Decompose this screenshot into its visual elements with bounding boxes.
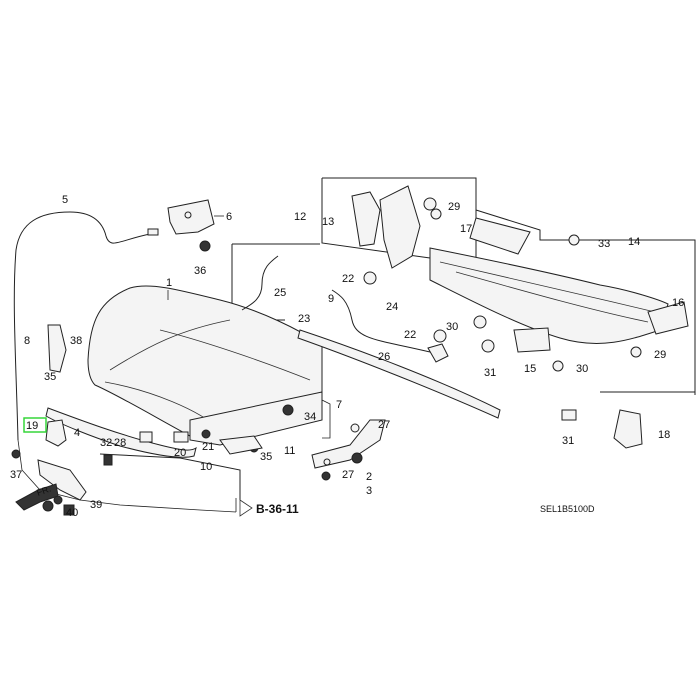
- cross-reference-text: B-36-11: [256, 502, 299, 516]
- part-label-10: 10: [200, 461, 212, 473]
- part-label-3: 3: [366, 485, 372, 497]
- part-label-6: 6: [226, 211, 232, 223]
- part-label-25: 25: [274, 287, 286, 299]
- clips: [11, 234, 580, 512]
- hood-seal-rubber-9: [297, 329, 501, 419]
- lower-rods: [99, 435, 263, 500]
- part-label-40: 40: [66, 507, 78, 519]
- part-label-32: 32: [100, 437, 112, 449]
- part-label-22a: 22: [342, 273, 354, 285]
- part-label-26: 26: [378, 351, 390, 363]
- part-label-12: 12: [294, 211, 306, 223]
- part-label-37: 37: [10, 469, 22, 481]
- part-label-23: 23: [298, 313, 310, 325]
- part-label-38: 38: [70, 335, 82, 347]
- part-label-13: 13: [322, 216, 334, 228]
- cross-reference: B-36-11: [239, 499, 299, 517]
- cowl-panel-14: [429, 217, 669, 344]
- highlight-19: [23, 417, 47, 433]
- part-label-35a: 35: [44, 371, 56, 383]
- part-label-29a: 29: [448, 201, 460, 213]
- part-label-33: 33: [598, 238, 610, 250]
- part-label-39: 39: [90, 499, 102, 511]
- part-label-19: 19: [26, 420, 38, 432]
- part-label-17: 17: [460, 223, 472, 235]
- part-label-11: 11: [284, 445, 295, 457]
- part-label-27a: 27: [378, 419, 390, 431]
- part-label-30a: 30: [446, 321, 458, 333]
- part-label-2: 2: [366, 471, 372, 483]
- part-label-24: 24: [386, 301, 398, 313]
- part-label-9: 9: [328, 293, 334, 305]
- part-number-labels: 1 2 3 4 5 6 7 8 9 10 11 12 13 14 15 16 1…: [10, 194, 684, 519]
- direction-label: FR.: [35, 484, 52, 498]
- hood-stay-bracket-6: [167, 199, 224, 235]
- part-label-15: 15: [524, 363, 536, 375]
- hood-hinge: [311, 419, 386, 469]
- part-label-16: 16: [672, 297, 684, 309]
- part-label-22b: 22: [404, 329, 416, 341]
- hood-release-lever: [37, 459, 87, 516]
- diagram-code: SEL1B5100D: [540, 504, 595, 514]
- cowl-subparts: [473, 301, 689, 449]
- part-label-28: 28: [114, 437, 126, 449]
- part-label-34: 34: [304, 411, 316, 423]
- part-label-30b: 30: [576, 363, 588, 375]
- part-label-20: 20: [174, 447, 186, 459]
- part-label-31b: 31: [562, 435, 574, 447]
- washer-tube: [241, 255, 449, 363]
- part-label-14: 14: [628, 236, 640, 248]
- hood-latch: [45, 324, 67, 447]
- part-label-36: 36: [194, 265, 206, 277]
- hood-seal-19: [45, 407, 197, 458]
- part-label-4: 4: [74, 427, 80, 439]
- front-direction-arrow: FR.: [15, 483, 59, 511]
- cowl-top-assembly: [351, 185, 442, 269]
- part-label-31a: 31: [484, 367, 496, 379]
- part-label-29b: 29: [654, 349, 666, 361]
- part-label-5: 5: [62, 194, 68, 206]
- part-label-27b: 27: [342, 469, 354, 481]
- part-label-1: 1: [166, 277, 172, 289]
- part-label-18: 18: [658, 429, 670, 441]
- part-label-7: 7: [336, 399, 342, 411]
- part-label-35b: 35: [260, 451, 272, 463]
- part-label-8: 8: [24, 335, 30, 347]
- part-label-21: 21: [202, 441, 214, 453]
